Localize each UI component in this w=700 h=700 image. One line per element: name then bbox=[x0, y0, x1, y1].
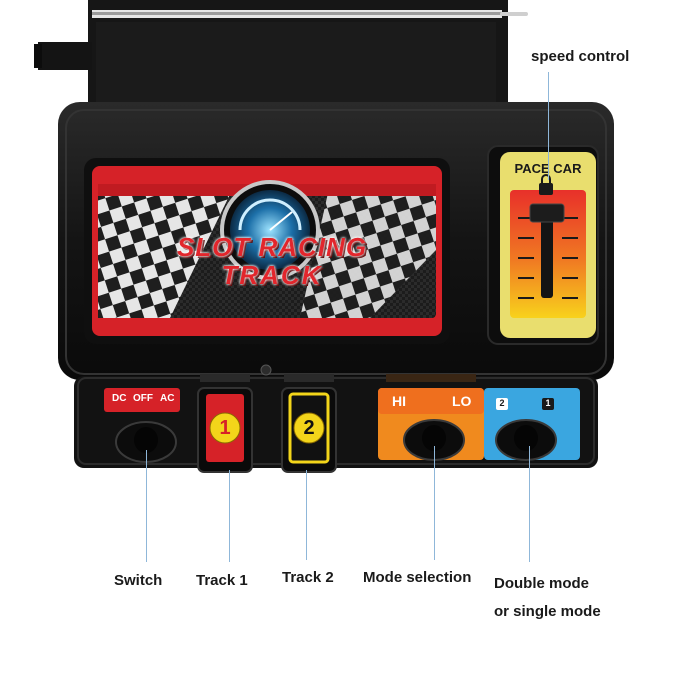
logo-panel bbox=[84, 158, 450, 344]
track2-controller-port[interactable] bbox=[281, 387, 337, 473]
power-switch[interactable] bbox=[115, 421, 177, 463]
two-player-lock-icon bbox=[496, 398, 508, 410]
annotation-single-mode: or single mode bbox=[494, 603, 601, 620]
pace-car-panel bbox=[487, 145, 599, 345]
annotation-track1: Track 1 bbox=[196, 572, 248, 589]
switch-dc-label: DC bbox=[112, 393, 127, 404]
track1-number: 1 bbox=[219, 417, 231, 439]
switch-ac-label: AC bbox=[160, 393, 175, 404]
track-piece bbox=[34, 0, 528, 112]
leader-line-track1 bbox=[229, 470, 230, 562]
leader-line-mode bbox=[434, 446, 435, 560]
logo-title-line1: SLOT RACING bbox=[176, 232, 368, 262]
switch-off-label: OFF bbox=[133, 393, 153, 404]
logo-title-line2: TRACK bbox=[221, 260, 323, 290]
speed-slider[interactable] bbox=[529, 203, 565, 223]
mode-lo-label: LO bbox=[452, 393, 472, 409]
one-player-lock-icon bbox=[542, 398, 554, 410]
leader-line-track2 bbox=[306, 470, 307, 560]
annotation-track2: Track 2 bbox=[282, 569, 334, 586]
player-mode-switch[interactable] bbox=[495, 419, 557, 461]
one-player-number: 1 bbox=[545, 398, 551, 408]
two-player-number: 2 bbox=[499, 398, 505, 408]
power-switch-label-plate bbox=[104, 388, 180, 412]
annotation-speed-control: speed control bbox=[531, 48, 630, 65]
leader-line-double-mode bbox=[529, 446, 530, 562]
mode-hi-label: HI bbox=[392, 393, 406, 409]
track2-number: 2 bbox=[303, 417, 315, 439]
mode-selection-switch[interactable] bbox=[403, 419, 465, 461]
leader-line-speed-control bbox=[548, 72, 549, 180]
pace-car-lock-icon bbox=[539, 174, 553, 195]
annotation-mode-selection: Mode selection bbox=[363, 569, 472, 586]
annotation-double-mode: Double mode bbox=[494, 575, 590, 592]
screw-icon bbox=[260, 364, 272, 376]
track1-controller-port[interactable] bbox=[197, 387, 253, 473]
annotation-switch: Switch bbox=[114, 572, 163, 589]
leader-line-switch bbox=[146, 450, 147, 562]
